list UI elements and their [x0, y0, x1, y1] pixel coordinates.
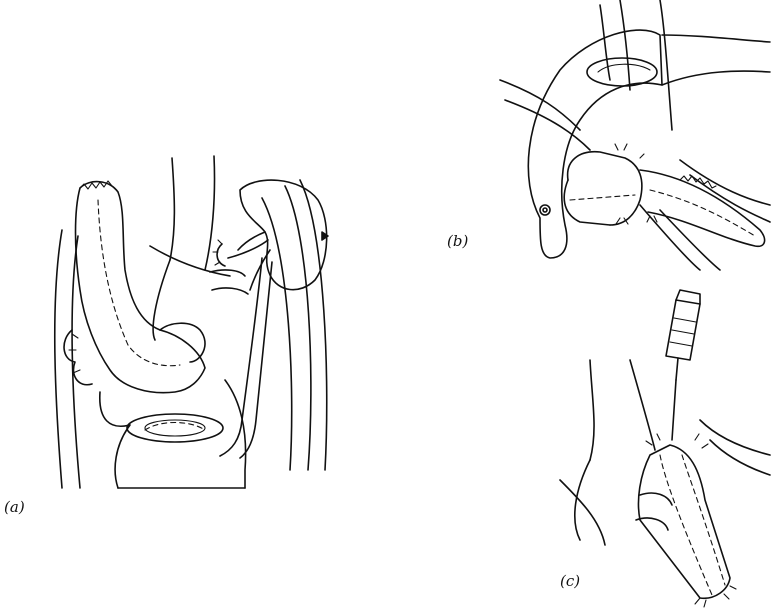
panel-b-drawing — [500, 0, 770, 270]
syringe-icon — [666, 290, 700, 440]
panel-label-c: (c) — [560, 572, 580, 590]
panel-label-b: (b) — [447, 232, 468, 250]
bowel-segment — [100, 392, 130, 488]
panel-c-drawing — [560, 290, 770, 607]
panel-label-a: (a) — [4, 498, 25, 516]
pancreas-graft-c — [638, 445, 730, 598]
panel-a-drawing — [55, 156, 328, 488]
pancreas-shape — [76, 182, 206, 393]
